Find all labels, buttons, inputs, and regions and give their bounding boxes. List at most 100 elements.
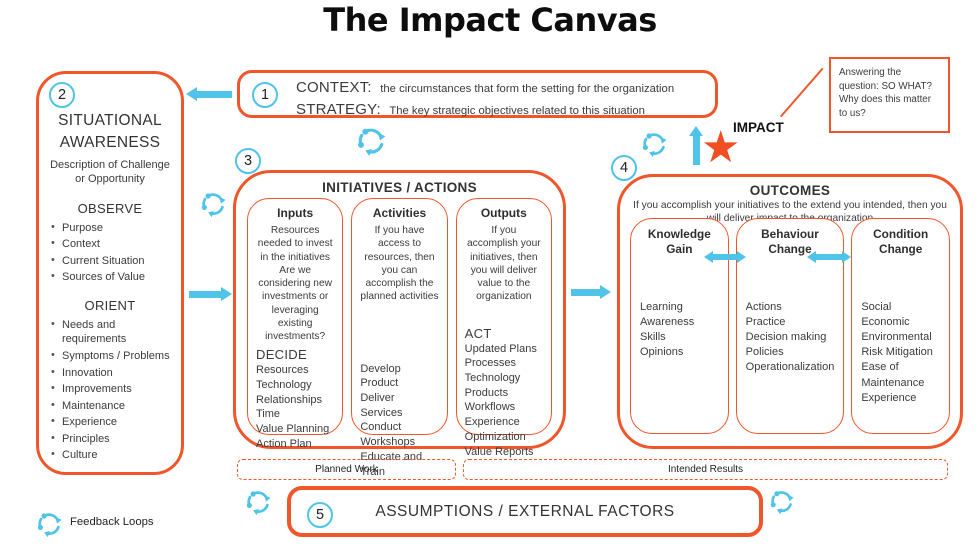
inputs-item: Value Planning xyxy=(256,423,330,436)
impact-label: IMPACT xyxy=(733,120,784,135)
inputs-item: Technology xyxy=(256,378,312,391)
knowledge-gain-item: Awareness xyxy=(640,315,695,328)
condition-change-item: Social xyxy=(861,300,892,313)
knowledge-gain-item: Learning xyxy=(640,300,683,313)
condition-change-item: Experience xyxy=(861,391,917,404)
intended-results-zone: Intended Results xyxy=(463,459,948,480)
observe-item: Current Situation xyxy=(49,253,171,268)
activities-desc: If you have access to resources, then yo… xyxy=(360,225,439,303)
outputs-heading: Outputs xyxy=(480,206,527,220)
condition-change-item: Ease of Maintenance xyxy=(861,361,925,389)
initiatives-actions-box: INITIATIVES / ACTIONS Inputs Resources n… xyxy=(233,170,566,478)
strategy-term: STRATEGY: xyxy=(296,100,381,118)
feedback-loop-icon xyxy=(245,489,272,516)
activities-item: Develop xyxy=(360,362,401,375)
context-row: CONTEXT: the circumstances that form the… xyxy=(296,77,707,99)
condition-change-item: Environmental xyxy=(861,331,932,343)
orient-heading: ORIENT xyxy=(84,298,136,314)
step-4-badge: 4 xyxy=(611,155,637,181)
arrow-awareness-to-initiatives xyxy=(189,287,232,301)
initiatives-columns: Inputs Resources needed to invest in the… xyxy=(247,198,552,478)
outcomes-title: OUTCOMES xyxy=(749,183,831,198)
orient-item: Maintenance xyxy=(49,398,171,413)
orient-item: Culture xyxy=(49,447,171,462)
situational-awareness-subtitle: Description of Challenge or Opportunity xyxy=(50,158,170,186)
condition-change-heading: Condition Change xyxy=(873,227,929,257)
outputs-item: Workflows xyxy=(464,401,516,414)
planned-work-label: Planned Work xyxy=(315,464,378,475)
feedback-loop-icon xyxy=(36,511,63,538)
arrow-initiatives-to-outcomes xyxy=(571,285,611,299)
strategy-row: STRATEGY: The key strategic objectives r… xyxy=(296,99,707,121)
orient-item: Symptoms / Problems xyxy=(49,348,171,363)
observe-item: Context xyxy=(49,236,171,251)
behaviour-change-heading: Behaviour Change xyxy=(761,227,819,257)
inputs-desc-2: Are we considering new investments or le… xyxy=(258,264,332,342)
outputs-item: Products xyxy=(464,386,509,399)
knowledge-gain-item: Skills xyxy=(640,331,666,343)
observe-list: PurposeContextCurrent SituationSources o… xyxy=(49,220,171,285)
context-desc: the circumstances that form the setting … xyxy=(380,83,675,95)
assumptions-box: 5 ASSUMPTIONS / EXTERNAL FACTORS xyxy=(287,486,763,537)
outcomes-box: OUTCOMES If you accomplish your initiati… xyxy=(617,174,963,449)
orient-list: Needs and requirementsSymptoms / Problem… xyxy=(49,317,171,462)
step-5-badge: 5 xyxy=(307,502,333,528)
feedback-loop-icon xyxy=(356,126,387,157)
arrow-knowledge-behaviour xyxy=(704,250,746,263)
orient-item: Needs and requirements xyxy=(49,317,171,346)
outputs-desc: If you accomplish your initiatives, then… xyxy=(467,225,541,303)
knowledge-gain-item: Opinions xyxy=(640,346,684,359)
inputs-desc-1: Resources needed to invest in the initia… xyxy=(257,225,333,263)
activities-item: Workshops xyxy=(360,436,416,449)
orient-item: Improvements xyxy=(49,381,171,396)
feedback-loop-icon xyxy=(200,191,227,218)
behaviour-change-item: Decision making xyxy=(745,331,827,343)
step-2-badge: 2 xyxy=(49,82,75,108)
so-what-callout: Answering the question: SO WHAT? Why doe… xyxy=(829,57,950,133)
inputs-item: Resources xyxy=(256,364,309,377)
context-term: CONTEXT: xyxy=(296,79,372,96)
inputs-column: Inputs Resources needed to invest in the… xyxy=(247,198,344,450)
context-strategy-box: 1 CONTEXT: the circumstances that form t… xyxy=(237,70,718,118)
outputs-item: Experience xyxy=(464,416,520,429)
condition-change-item: Economic xyxy=(861,315,910,328)
impact-star-icon: ★ xyxy=(701,123,741,172)
outputs-item: Updated Plans xyxy=(464,342,537,355)
orient-item: Principles xyxy=(49,431,171,446)
inputs-heading: Inputs xyxy=(277,206,314,220)
initiatives-actions-title: INITIATIVES / ACTIONS xyxy=(322,180,477,195)
behaviour-change-item: Practice xyxy=(745,315,786,328)
behaviour-change-item: Operationalization xyxy=(745,361,835,374)
intended-results-label: Intended Results xyxy=(667,464,744,475)
activities-column: Activities If you have access to resourc… xyxy=(351,198,448,478)
inputs-item: Relationships xyxy=(256,393,323,406)
observe-heading: OBSERVE xyxy=(77,200,143,216)
outputs-item: Value Reports xyxy=(464,445,534,458)
planned-work-zone: Planned Work xyxy=(237,459,456,480)
page-title: The Impact Canvas xyxy=(323,1,657,39)
activities-item: Product xyxy=(360,377,399,390)
outputs-item: Processes xyxy=(464,357,517,370)
situational-awareness-box: 2 SITUATIONAL AWARENESS Description of C… xyxy=(36,71,184,475)
decide-label: DECIDE xyxy=(256,347,307,363)
outputs-item: Optimization xyxy=(464,430,526,443)
orient-item: Experience xyxy=(49,414,171,429)
assumptions-title: ASSUMPTIONS / EXTERNAL FACTORS xyxy=(375,502,675,520)
feedback-loop-icon xyxy=(769,489,795,515)
observe-item: Sources of Value xyxy=(49,269,171,284)
activities-item: Conduct xyxy=(360,421,402,434)
activities-item: Deliver Services xyxy=(360,391,403,419)
arrow-behaviour-condition xyxy=(807,250,851,263)
behaviour-change-item: Policies xyxy=(745,346,784,359)
knowledge-gain-heading: Knowledge Gain xyxy=(647,227,711,257)
